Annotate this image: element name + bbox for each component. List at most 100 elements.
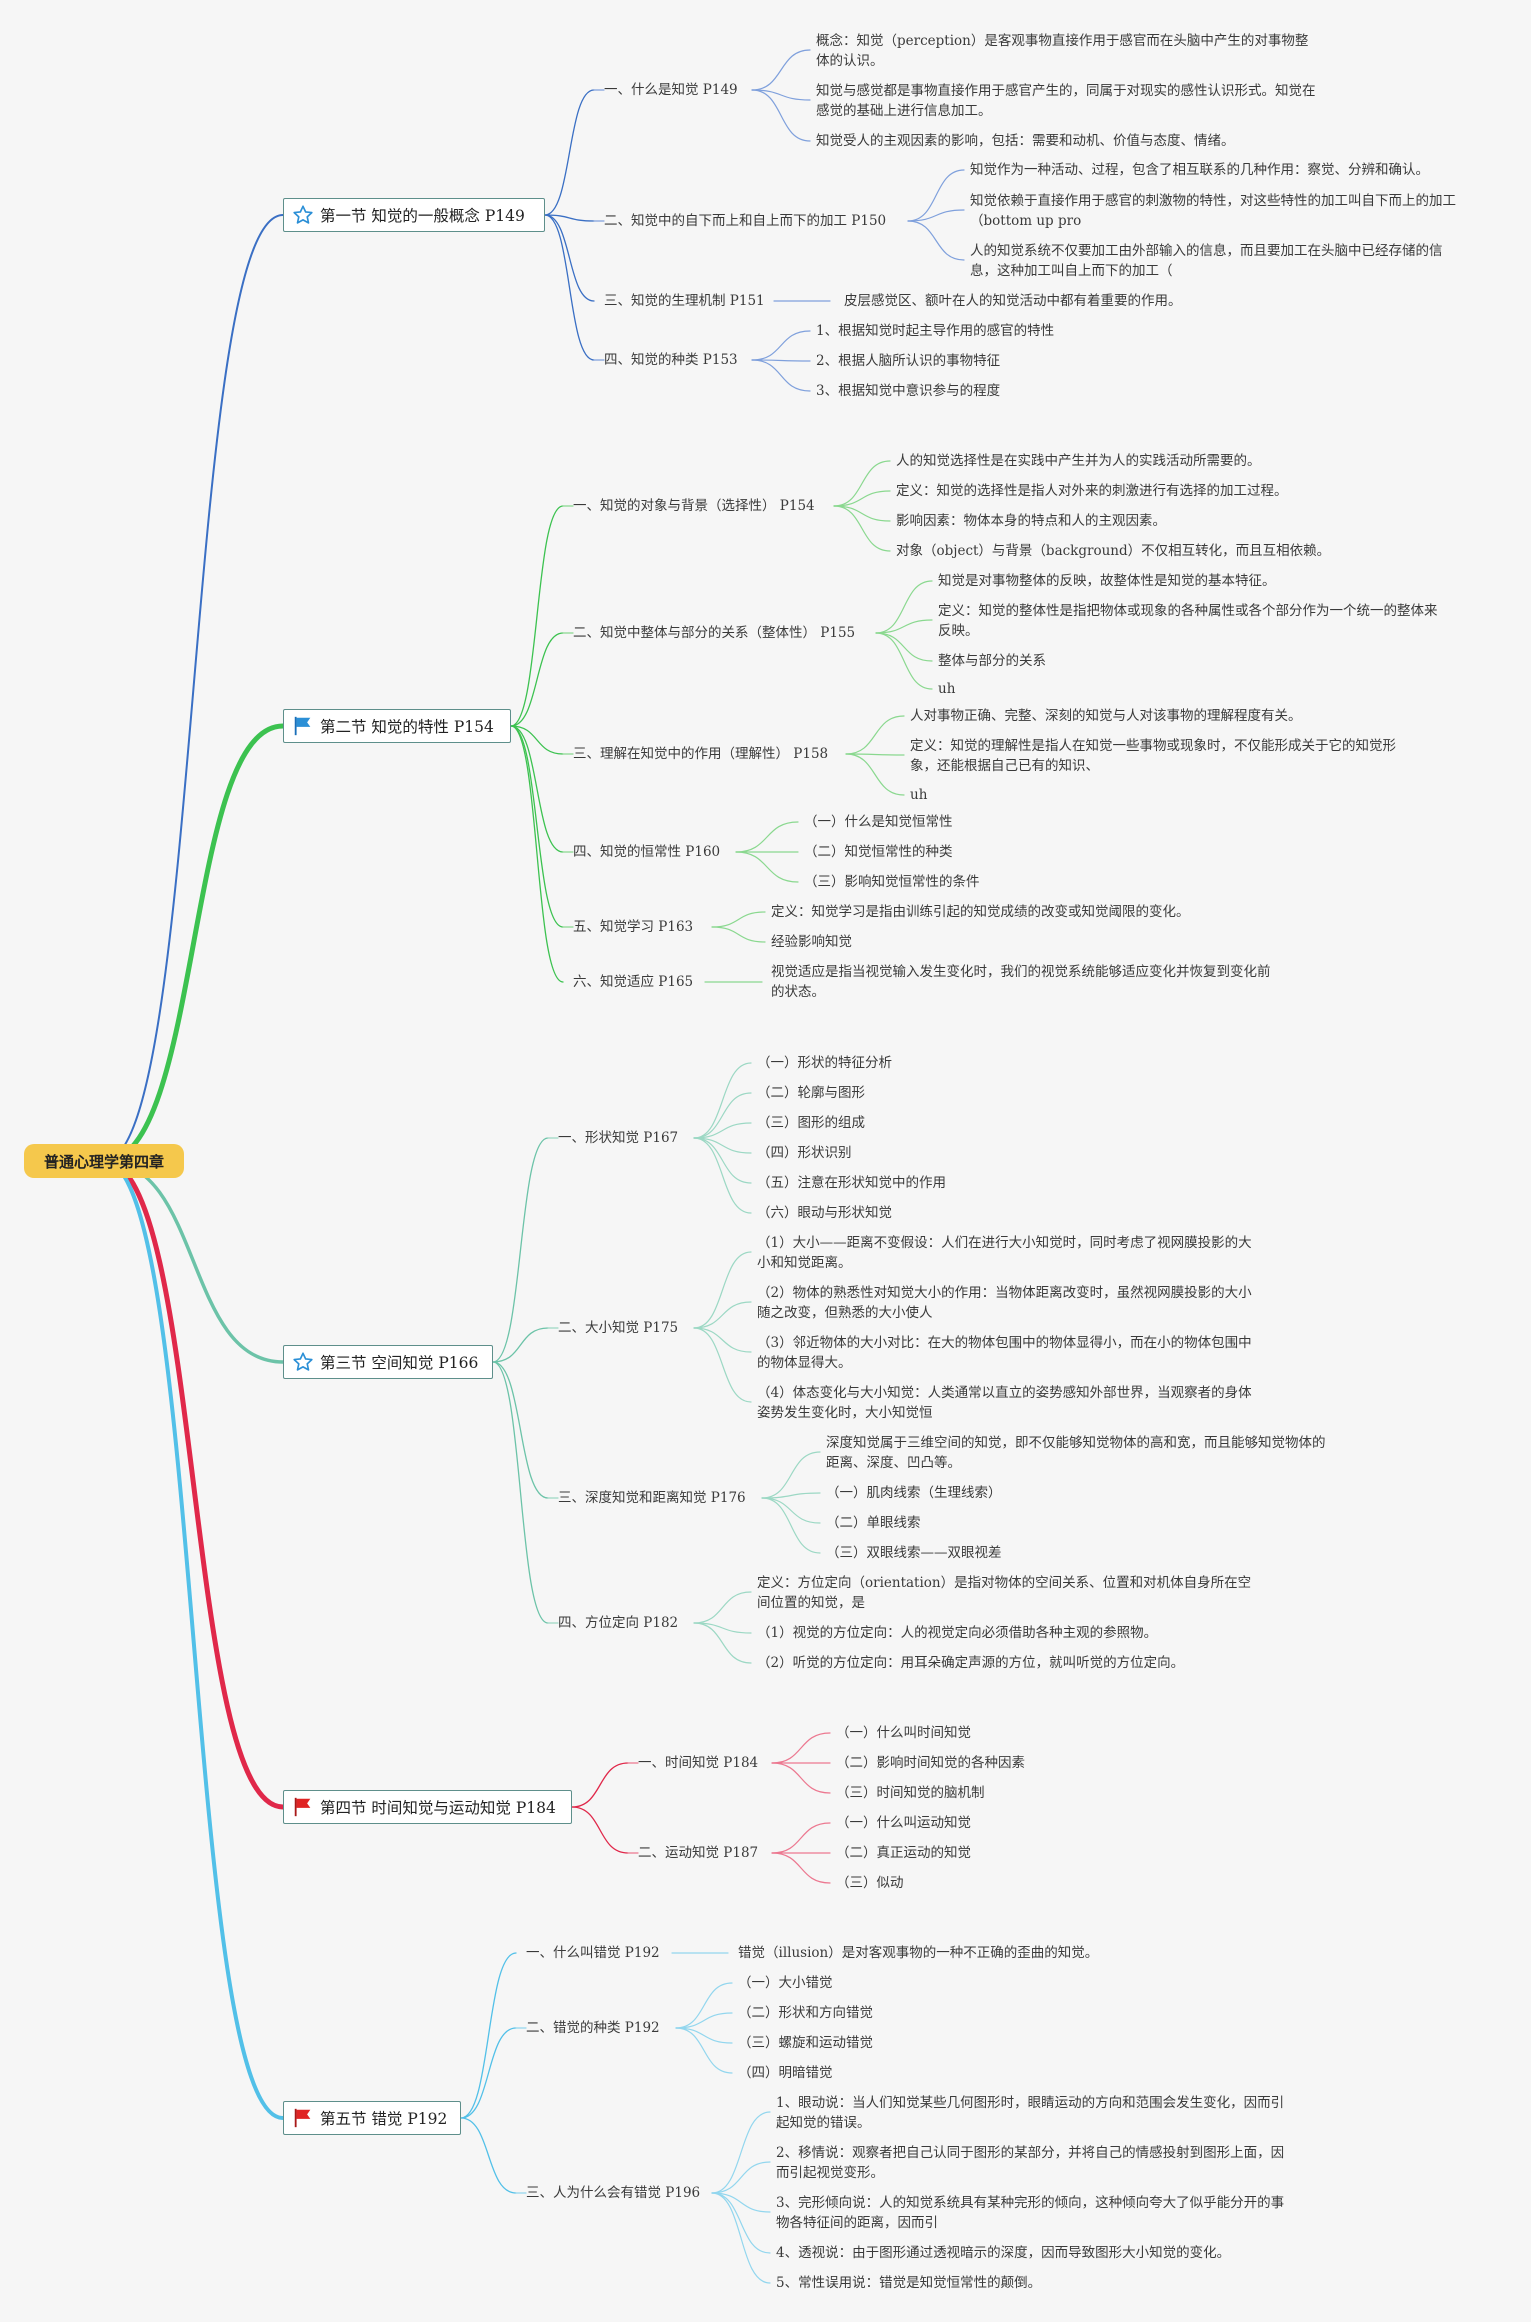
section-node-5[interactable]: 第五节 错觉 P192 — [283, 2101, 461, 2135]
leaf-node[interactable]: （三）螺旋和运动错觉 — [738, 2035, 873, 2051]
leaf-node[interactable]: （2）听觉的方位定向：用耳朵确定声源的方位，就叫听觉的方位定向。 — [757, 1655, 1185, 1671]
section-node-1[interactable]: 第一节 知觉的一般概念 P149 — [283, 198, 545, 232]
leaf-node[interactable]: （四）形状识别 — [757, 1145, 852, 1161]
leaf-node[interactable]: （1）大小——距离不变假设：人们在进行大小知觉时，同时考虑了视网膜投影的大小和知… — [757, 1235, 1252, 1271]
leaf-node[interactable]: 人对事物正确、完整、深刻的知觉与人对该事物的理解程度有关。 — [910, 708, 1302, 724]
branch-node[interactable]: 四、方位定向 P182 — [558, 1615, 679, 1631]
branch-node[interactable]: 三、深度知觉和距离知觉 P176 — [558, 1490, 746, 1506]
connector-line — [833, 505, 891, 522]
leaf-node[interactable]: 经验影响知觉 — [771, 934, 852, 950]
branch-node[interactable]: 一、时间知觉 P184 — [638, 1755, 759, 1771]
leaf-node[interactable]: （一）形状的特征分析 — [757, 1055, 892, 1071]
leaf-node[interactable]: （一）什么叫运动知觉 — [836, 1815, 971, 1831]
leaf-node[interactable]: 概念：知觉（perception）是客观事物直接作用于感官而在头脑中产生的对事物… — [816, 33, 1309, 69]
leaf-node[interactable]: （二）轮廓与图形 — [757, 1085, 865, 1101]
leaf-node[interactable]: 人的知觉系统不仅要加工由外部输入的信息，而且要加工在头脑中已经存储的信息，这种加… — [970, 243, 1443, 279]
leaf-node[interactable]: uh — [910, 787, 928, 803]
leaf-node[interactable]: （一）大小错觉 — [738, 1975, 833, 1991]
branch-node[interactable]: 一、什么是知觉 P149 — [604, 82, 738, 98]
leaf-node[interactable]: （三）图形的组成 — [757, 1115, 865, 1131]
leaf-node[interactable]: （三）时间知觉的脑机制 — [836, 1785, 985, 1801]
leaf-node[interactable]: 影响因素：物体本身的特点和人的主观因素。 — [896, 513, 1166, 529]
root-node[interactable]: 普通心理学第四章 — [24, 1144, 184, 1178]
leaf-node[interactable]: 皮层感觉区、额叶在人的知觉活动中都有着重要的作用。 — [844, 293, 1182, 309]
leaf-node[interactable]: （一）什么是知觉恒常性 — [804, 814, 953, 830]
connector-line — [693, 1137, 752, 1214]
leaf-node[interactable]: 定义：知觉的整体性是指把物体或现象的各种属性或各个部分作为一个统一的整体来反映。 — [938, 603, 1438, 639]
leaf-node[interactable]: 对象（object）与背景（background）不仅相互转化，而且互相依赖。 — [896, 543, 1331, 559]
leaf-node[interactable]: 知觉与感觉都是事物直接作用于感官产生的，同属于对现实的感性认识形式。知觉在感觉的… — [816, 83, 1316, 119]
branch-node[interactable]: 二、知觉中的自下而上和自上而下的加工 P150 — [604, 213, 887, 229]
connector-line — [675, 2027, 733, 2044]
connector-line — [693, 1591, 752, 1624]
branch-node[interactable]: 二、大小知觉 P175 — [558, 1320, 679, 1336]
red-flag-icon — [292, 2107, 314, 2129]
leaf-node[interactable]: 定义：知觉的理解性是指人在知觉一些事物或现象时，不仅能形成关于它的知觉形象，还能… — [910, 738, 1396, 774]
leaf-node[interactable]: （五）注意在形状知觉中的作用 — [757, 1175, 946, 1191]
connector-line — [103, 214, 284, 1162]
leaf-node[interactable]: 知觉依赖于直接作用于感官的刺激物的特性，对这些特性的加工叫自下而上的加工（bot… — [970, 193, 1456, 229]
leaf-node[interactable]: 定义：知觉学习是指由训练引起的知觉成绩的改变或知觉阈限的变化。 — [771, 904, 1190, 920]
branch-node[interactable]: 六、知觉适应 P165 — [573, 974, 694, 990]
branch-node[interactable]: 二、运动知觉 P187 — [638, 1845, 759, 1861]
leaf-node[interactable]: （三）影响知觉恒常性的条件 — [804, 874, 980, 890]
leaf-node[interactable]: （4）体态变化与大小知觉：人类通常以直立的姿势感知外部世界，当观察者的身体姿势发… — [757, 1385, 1252, 1421]
connector-line — [675, 2012, 733, 2029]
connector-line — [460, 1952, 517, 2119]
branch-node[interactable]: 一、知觉的对象与背景（选择性） P154 — [573, 498, 815, 514]
leaf-node[interactable]: （2）物体的熟悉性对知觉大小的作用：当物体距离改变时，虽然视网膜投影的大小随之改… — [757, 1285, 1252, 1321]
leaf-node[interactable]: 5、常性误用说：错觉是知觉恒常性的颠倒。 — [776, 2275, 1042, 2291]
leaf-node[interactable]: 定义：知觉的选择性是指人对外来的刺激进行有选择的加工过程。 — [896, 483, 1288, 499]
branch-node[interactable]: 三、知觉的生理机制 P151 — [604, 293, 765, 309]
leaf-node[interactable]: uh — [938, 681, 956, 697]
branch-node[interactable]: 四、知觉的恒常性 P160 — [573, 844, 721, 860]
leaf-node[interactable]: 视觉适应是指当视觉输入发生变化时，我们的视觉系统能够适应变化并恢复到变化前的状态… — [771, 964, 1271, 1000]
branch-node[interactable]: 四、知觉的种类 P153 — [604, 352, 738, 368]
leaf-node[interactable]: 知觉受人的主观因素的影响，包括：需要和动机、价值与态度、情绪。 — [816, 133, 1235, 149]
leaf-node[interactable]: 错觉（illusion）是对客观事物的一种不正确的歪曲的知觉。 — [738, 1945, 1099, 1961]
leaf-node[interactable]: 知觉是对事物整体的反映，故整体性是知觉的基本特征。 — [938, 573, 1276, 589]
leaf-node[interactable]: 2、根据人脑所认识的事物特征 — [816, 353, 1001, 369]
leaf-node[interactable]: （二）影响时间知觉的各种因素 — [836, 1755, 1025, 1771]
section-node-4[interactable]: 第四节 时间知觉与运动知觉 P184 — [283, 1790, 572, 1824]
leaf-node[interactable]: （3）邻近物体的大小对比：在大的物体包围中的物体显得小，而在小的物体包围中的物体… — [757, 1335, 1252, 1371]
leaf-node[interactable]: 人的知觉选择性是在实践中产生并为人的实践活动所需要的。 — [896, 453, 1261, 469]
leaf-node[interactable]: （三）双眼线索——双眼视差 — [826, 1545, 1002, 1561]
leaf-node[interactable]: 3、完形倾向说：人的知觉系统具有某种完形的倾向，这种倾向夸大了似乎能分开的事物各… — [776, 2195, 1285, 2231]
leaf-node[interactable]: （三）似动 — [836, 1875, 904, 1891]
connector-line — [845, 715, 905, 755]
branch-node[interactable]: 一、形状知觉 P167 — [558, 1130, 679, 1146]
branch-node[interactable]: 三、理解在知觉中的作用（理解性） P158 — [573, 746, 829, 762]
branch-node[interactable]: 二、知觉中整体与部分的关系（整体性） P155 — [573, 625, 856, 641]
leaf-node[interactable]: （四）明暗错觉 — [738, 2065, 833, 2081]
connector-line — [771, 1762, 831, 1794]
leaf-node[interactable]: （二）单眼线索 — [826, 1515, 921, 1531]
connector-line — [735, 821, 799, 853]
section-node-3[interactable]: 第三节 空间知觉 P166 — [283, 1345, 493, 1379]
leaf-node[interactable]: （一）肌肉线索（生理线索） — [826, 1485, 1002, 1501]
leaf-node[interactable]: 3、根据知觉中意识参与的程度 — [816, 383, 1001, 399]
leaf-node[interactable]: 整体与部分的关系 — [938, 653, 1046, 669]
branch-node[interactable]: 一、什么叫错觉 P192 — [526, 1945, 660, 1961]
leaf-node[interactable]: （1）视觉的方位定向：人的视觉定向必须借助各种主观的参照物。 — [757, 1625, 1158, 1641]
connector-line — [907, 220, 965, 261]
leaf-node[interactable]: 1、根据知觉时起主导作用的感官的特性 — [816, 323, 1055, 339]
branch-node[interactable]: 五、知觉学习 P163 — [573, 919, 694, 935]
leaf-node[interactable]: （一）什么叫时间知觉 — [836, 1725, 971, 1741]
branch-node[interactable]: 二、错觉的种类 P192 — [526, 2020, 660, 2036]
connector-line — [544, 214, 595, 302]
connector-line — [693, 1092, 752, 1139]
branch-node[interactable]: 三、人为什么会有错觉 P196 — [526, 2185, 701, 2201]
leaf-node[interactable]: 知觉作为一种活动、过程，包含了相互联系的几种作用：察觉、分辨和确认。 — [970, 162, 1429, 178]
leaf-node[interactable]: （二）真正运动的知觉 — [836, 1845, 971, 1861]
leaf-node[interactable]: 1、眼动说：当人们知觉某些几何图形时，眼睛运动的方向和范围会发生变化，因而引起知… — [776, 2095, 1285, 2131]
connector-line — [460, 2027, 517, 2119]
leaf-node[interactable]: （二）形状和方向错觉 — [738, 2005, 873, 2021]
leaf-node[interactable]: 定义：方位定向（orientation）是指对物体的空间关系、位置和对机体自身所… — [757, 1575, 1252, 1611]
leaf-node[interactable]: （六）眼动与形状知觉 — [757, 1205, 892, 1221]
section-node-2[interactable]: 第二节 知觉的特性 P154 — [283, 709, 511, 743]
leaf-node[interactable]: （二）知觉恒常性的种类 — [804, 844, 953, 860]
leaf-node[interactable]: 2、移情说：观察者把自己认同于图形的某部分，并将自己的情感投射到图形上面，因而引… — [776, 2145, 1285, 2181]
leaf-node[interactable]: 深度知觉属于三维空间的知觉，即不仅能够知觉物体的高和宽，而且能够知觉物体的距离、… — [826, 1435, 1326, 1471]
leaf-node[interactable]: 4、透视说：由于图形通过透视暗示的深度，因而导致图形大小知觉的变化。 — [776, 2245, 1231, 2261]
